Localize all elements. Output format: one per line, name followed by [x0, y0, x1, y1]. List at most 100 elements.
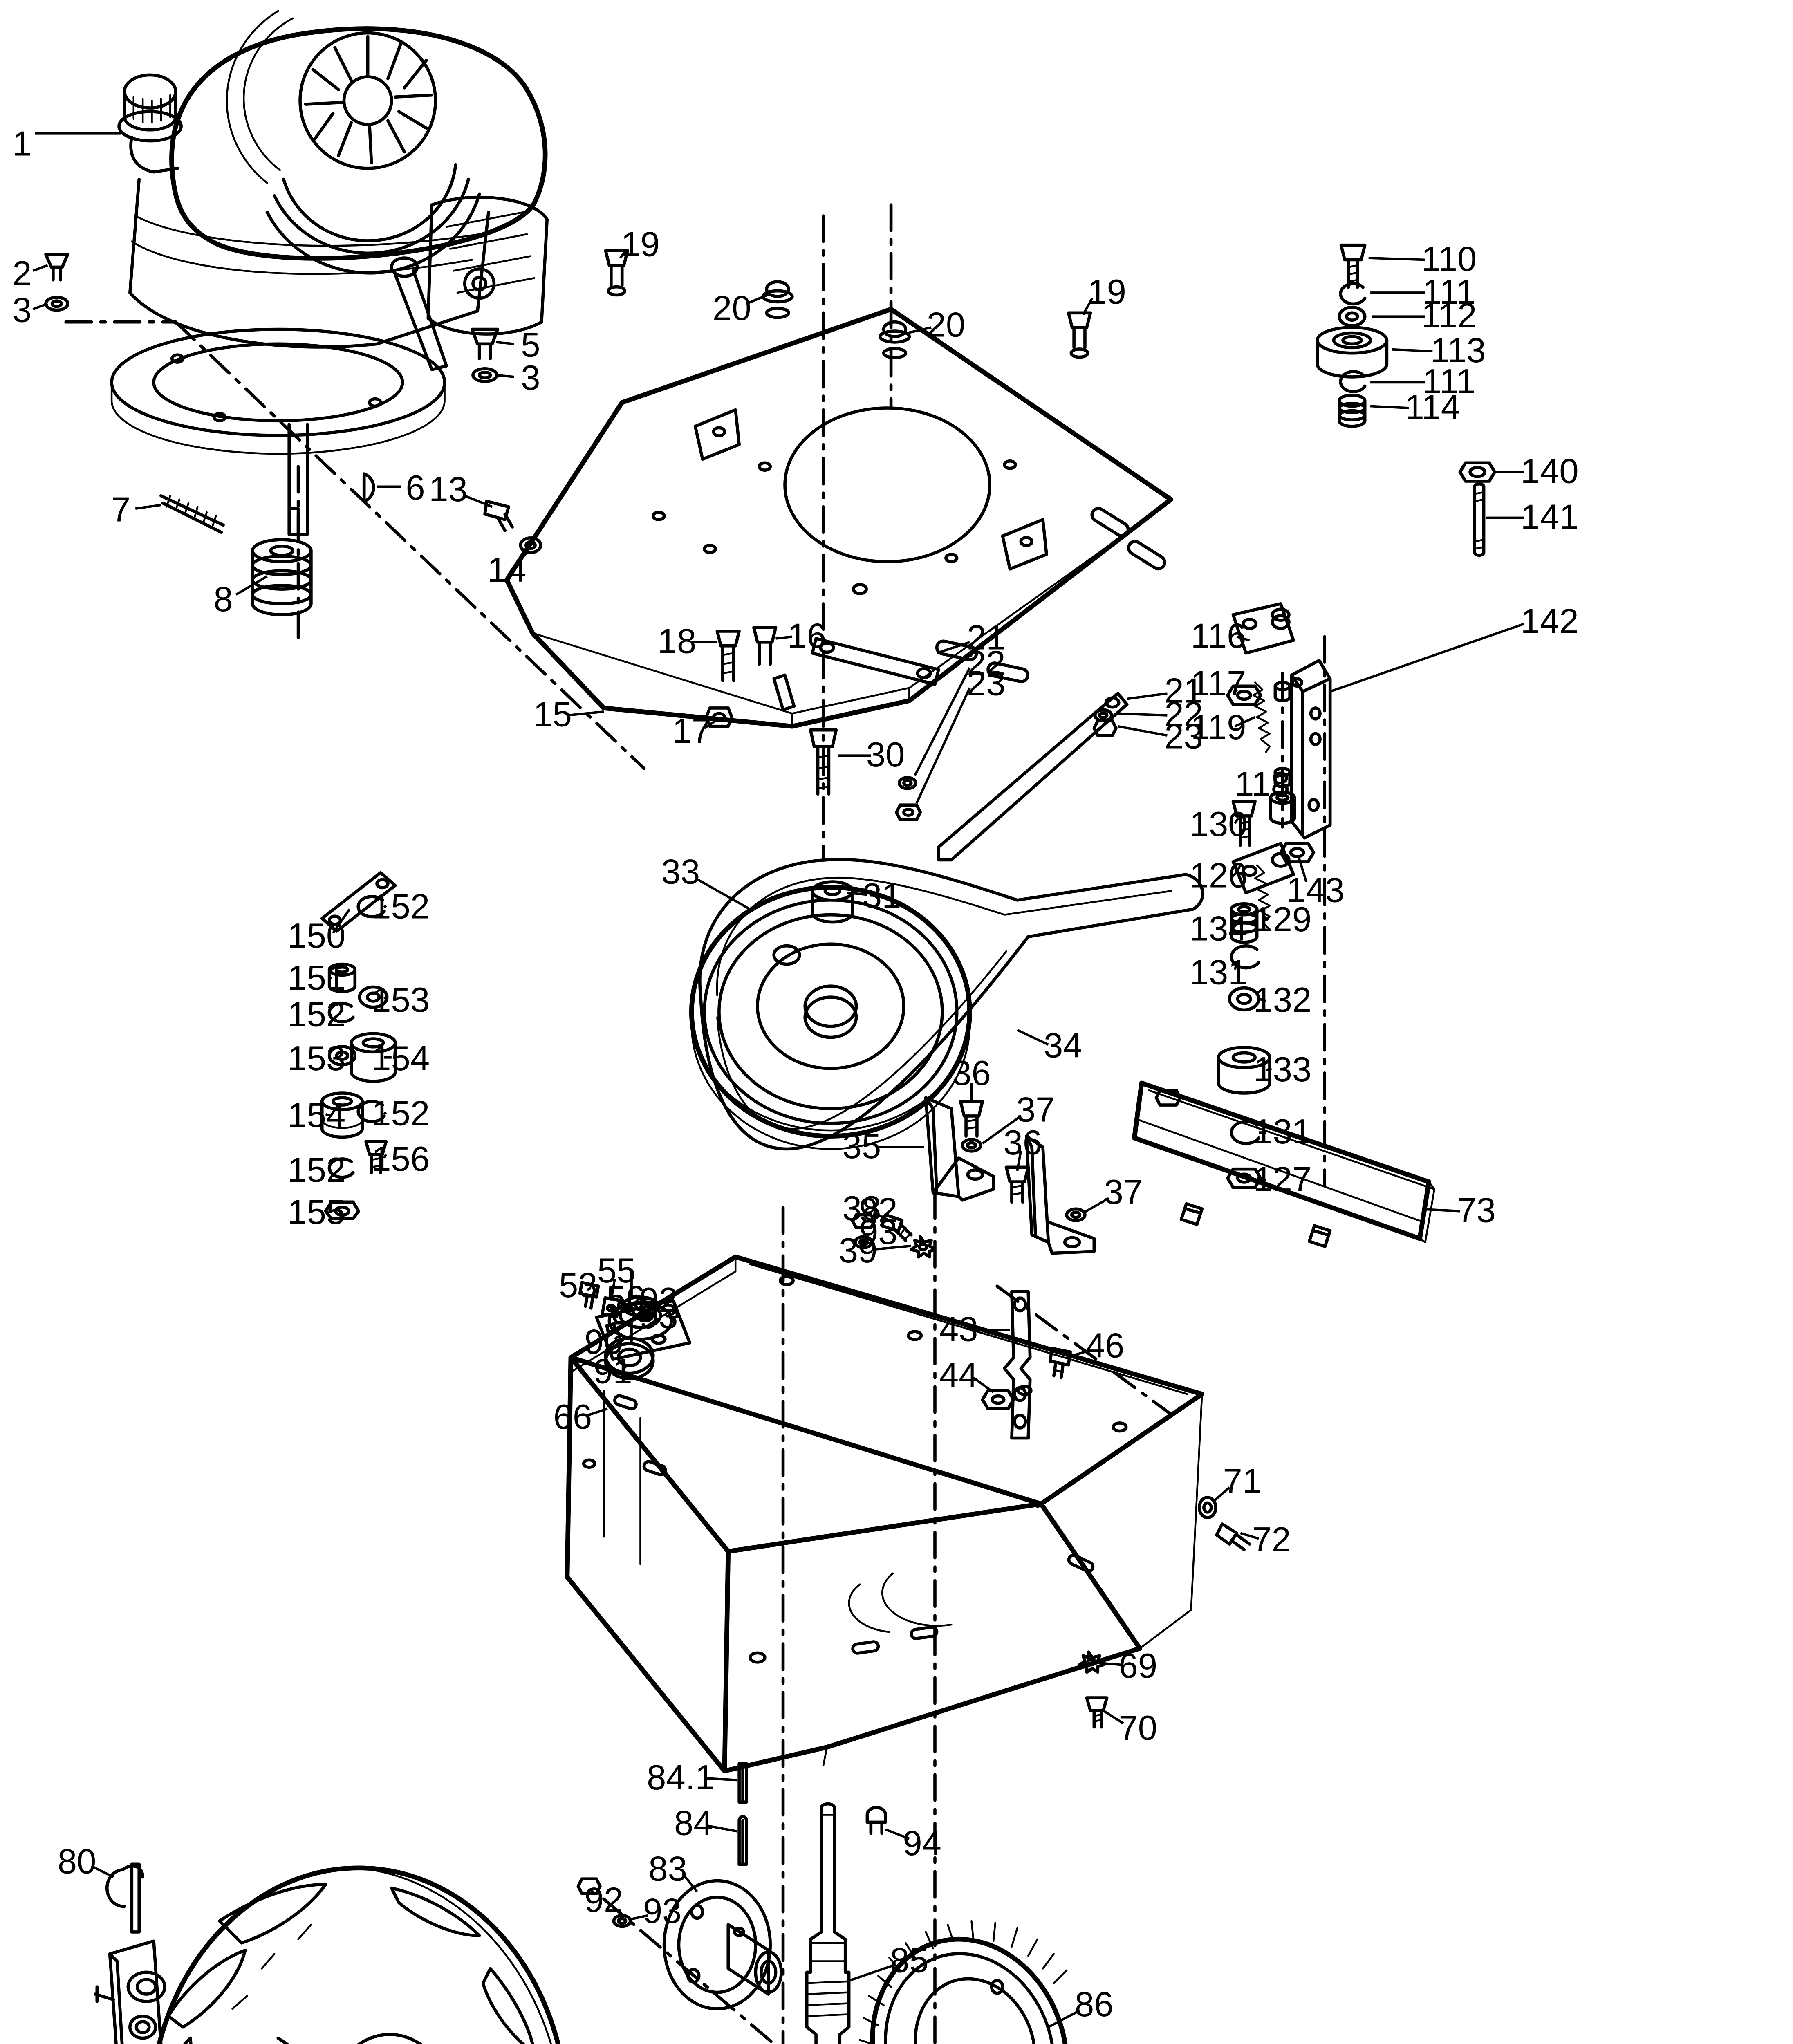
callout-19-10: 19	[621, 225, 660, 264]
bearing-112	[1338, 306, 1367, 327]
callout-84-89: 84	[674, 1804, 713, 1843]
engine-hardware-drawing	[44, 253, 542, 616]
callout-37-65: 37	[1016, 1090, 1055, 1129]
bearing-153	[327, 1045, 357, 1067]
callout-leader-152-53	[328, 1013, 332, 1016]
callout-leader-130-41	[1234, 817, 1240, 824]
washer-3b	[471, 367, 498, 383]
callout-142-39: 142	[1521, 602, 1579, 641]
spacer-133	[1217, 1046, 1271, 1095]
wheel-82	[157, 1865, 560, 2044]
callout-71-84: 71	[1223, 1462, 1262, 1501]
callout-leader-37-69	[1083, 1197, 1109, 1214]
callout-leader-23-20	[915, 687, 971, 804]
callout-leader-69-86	[1099, 1662, 1122, 1666]
nut-92a	[851, 1213, 876, 1229]
callout-140-34: 140	[1521, 452, 1579, 491]
callout-114-33: 114	[1405, 388, 1460, 427]
callout-66-83: 66	[554, 1398, 592, 1437]
callout-leader-92-96	[590, 1889, 596, 1895]
bearing-91-top	[604, 1336, 655, 1380]
callout-leader-70-87	[1103, 1709, 1124, 1725]
callout-21-18: 21	[967, 619, 1006, 657]
star-washer-69	[1078, 1650, 1105, 1674]
callout-leader-72-85	[1240, 1532, 1259, 1540]
construction-lines	[64, 203, 1327, 2044]
callout-leader-152-56	[328, 1168, 332, 1172]
callout-leader-2-1	[32, 264, 48, 272]
callout-36-64: 36	[952, 1054, 991, 1093]
bushing-151	[327, 962, 357, 993]
callout-leader-55-77	[610, 1278, 616, 1301]
nut-17	[704, 706, 734, 728]
callout-129-45: 129	[1253, 900, 1311, 939]
bolt-19a	[604, 249, 629, 297]
callout-23-20: 23	[967, 664, 1006, 703]
callout-leader-84.1-88	[706, 1777, 737, 1782]
pin-84	[737, 1815, 748, 1866]
spring-119	[1252, 681, 1271, 753]
callout-126-42: 126	[1190, 856, 1248, 895]
nut-117	[1226, 684, 1262, 706]
callout-leader-53-76	[587, 1287, 592, 1291]
callout-112-30: 112	[1421, 296, 1477, 335]
bearing-153R	[358, 985, 389, 1009]
callout-15-16: 15	[533, 695, 572, 734]
callout-leader-44-71	[973, 1376, 994, 1394]
star-washer-39	[909, 1235, 937, 1259]
callout-leader-92-74	[864, 1214, 868, 1218]
callout-leader-134-44	[1232, 919, 1238, 927]
ring-111b	[1339, 370, 1367, 393]
callout-leader-86-93	[1048, 2009, 1080, 2028]
callout-leader-15-16	[567, 710, 604, 717]
plate-116	[1231, 602, 1295, 655]
bolt-130	[1231, 800, 1257, 847]
callout-127-50: 127	[1253, 1160, 1311, 1199]
callout-43-70: 43	[939, 1310, 978, 1349]
gear-86	[859, 1920, 1069, 2044]
callout-leader-34-27	[1017, 1029, 1049, 1046]
deflector-nut	[1154, 1089, 1182, 1107]
callout-leader-126-42	[1234, 865, 1242, 875]
callout-33-25: 33	[661, 853, 700, 892]
callout-leader-142-39	[1329, 623, 1524, 693]
callout-69-86: 69	[1118, 1647, 1157, 1685]
callout-7-6: 7	[111, 490, 130, 529]
bolt-70	[1085, 1696, 1109, 1729]
callout-leader-113-31	[1392, 348, 1433, 353]
shaft-85	[805, 1802, 851, 2044]
callout-110-28: 110	[1421, 240, 1477, 278]
callout-18-14: 18	[658, 622, 697, 661]
callout-21-22: 21	[1164, 672, 1203, 710]
callout-56-78: 56	[606, 1279, 645, 1318]
callout-23-24: 23	[1164, 717, 1203, 756]
callout-143-43: 143	[1286, 871, 1345, 910]
callout-leader-66-83	[585, 1407, 608, 1417]
pin-84-1	[737, 1762, 748, 1804]
callout-leader-133-48	[1266, 1067, 1272, 1071]
callout-leader-71-84	[1214, 1486, 1230, 1501]
bolt-72	[1215, 1522, 1251, 1551]
callout-leader-132-47	[1258, 997, 1266, 1002]
callout-leader-20-11	[746, 293, 769, 305]
grommet-20b	[878, 320, 911, 359]
callout-13-8: 13	[429, 470, 468, 509]
washer-37a	[961, 1138, 982, 1153]
callout-leader-93-75	[864, 1236, 868, 1239]
callout-leader-5-3	[495, 341, 514, 345]
callout-22-23: 22	[1164, 695, 1203, 734]
callout-119-38: 119	[1191, 708, 1246, 747]
callout-34-27: 34	[1044, 1026, 1083, 1065]
callout-46-72: 46	[1086, 1327, 1125, 1365]
callout-93-80: 93	[639, 1297, 678, 1336]
idler-roller-stack-drawing	[1316, 243, 1497, 557]
callout-3-4: 3	[521, 359, 540, 397]
callout-leader-38-66	[874, 1212, 894, 1224]
callout-83-90: 83	[648, 1850, 687, 1889]
belt-34	[698, 858, 1204, 1151]
washer-3	[44, 296, 69, 312]
callout-leader-22-19	[914, 667, 971, 776]
screw-94a	[865, 1806, 887, 1835]
callout-156-62: 156	[372, 1140, 430, 1179]
